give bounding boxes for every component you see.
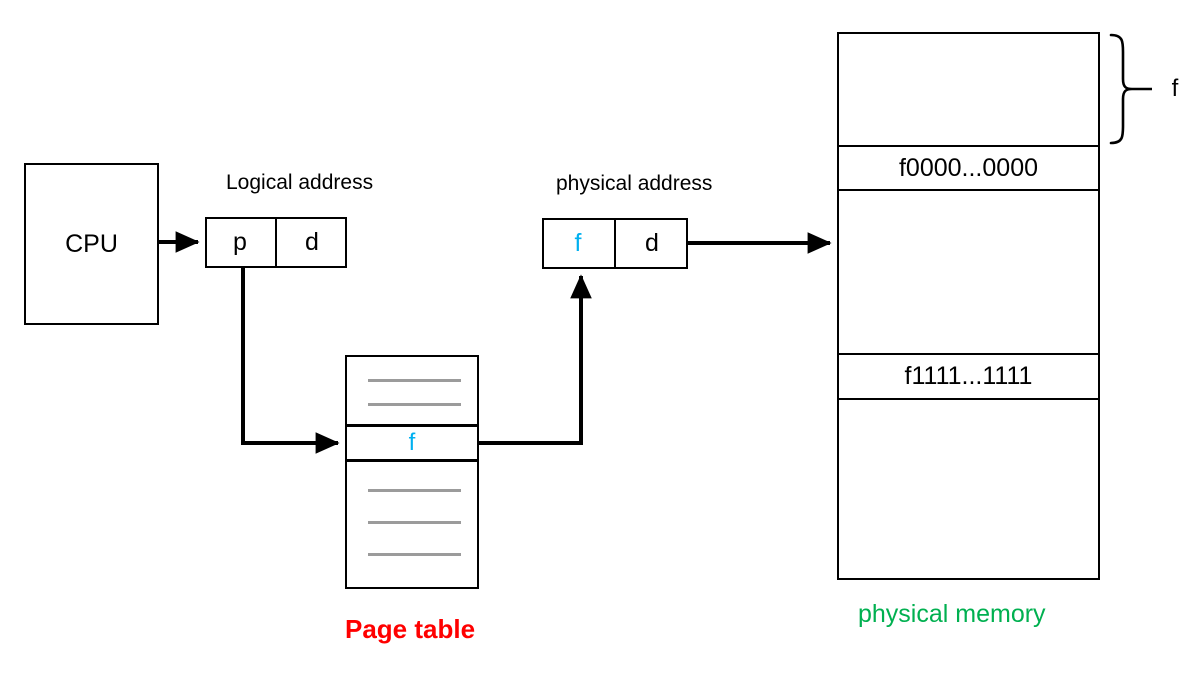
logical-address-caption: Logical address (226, 171, 374, 194)
page-table-rule-below-2 (368, 521, 461, 524)
arrow-page-number-to-page-table (241, 268, 340, 454)
physical-address-d-cell: d (645, 229, 659, 257)
physical-memory-row-frame-end-address: f1111...1111 (904, 362, 1033, 390)
page-table-rule-below-1 (368, 489, 461, 492)
page-table-rule-below-3 (368, 553, 461, 556)
physical-address-f-cell: f (574, 229, 582, 257)
physical-memory-divider-1 (837, 145, 1100, 147)
page-table-caption: Page table (345, 614, 476, 644)
page-table-selected-entry: f (408, 429, 416, 456)
physical-memory-caption: physical memory (858, 600, 1046, 628)
page-table-box (345, 355, 479, 589)
arrow-page-table-to-physical-address (479, 274, 592, 445)
page-table-rule-above-1 (368, 379, 461, 382)
physical-address-divider (614, 218, 616, 269)
cpu-label: CPU (65, 229, 118, 258)
page-table-entry-top-border (345, 424, 479, 427)
physical-memory-divider-2 (837, 189, 1100, 191)
frame-brace (1109, 33, 1152, 145)
cpu-box (24, 163, 159, 325)
physical-memory-divider-3 (837, 353, 1100, 355)
page-table-rule-above-2 (368, 403, 461, 406)
frame-brace-label: f (1171, 75, 1179, 102)
logical-address-p-cell: p (233, 228, 247, 256)
physical-memory-box (837, 32, 1100, 580)
physical-memory-row-frame-start-address: f0000...0000 (898, 153, 1038, 182)
logical-address-divider (275, 217, 277, 268)
logical-address-d-cell: d (305, 228, 319, 256)
physical-memory-divider-4 (837, 398, 1100, 400)
page-table-entry-bottom-border (345, 459, 479, 462)
physical-address-caption: physical address (556, 172, 713, 195)
